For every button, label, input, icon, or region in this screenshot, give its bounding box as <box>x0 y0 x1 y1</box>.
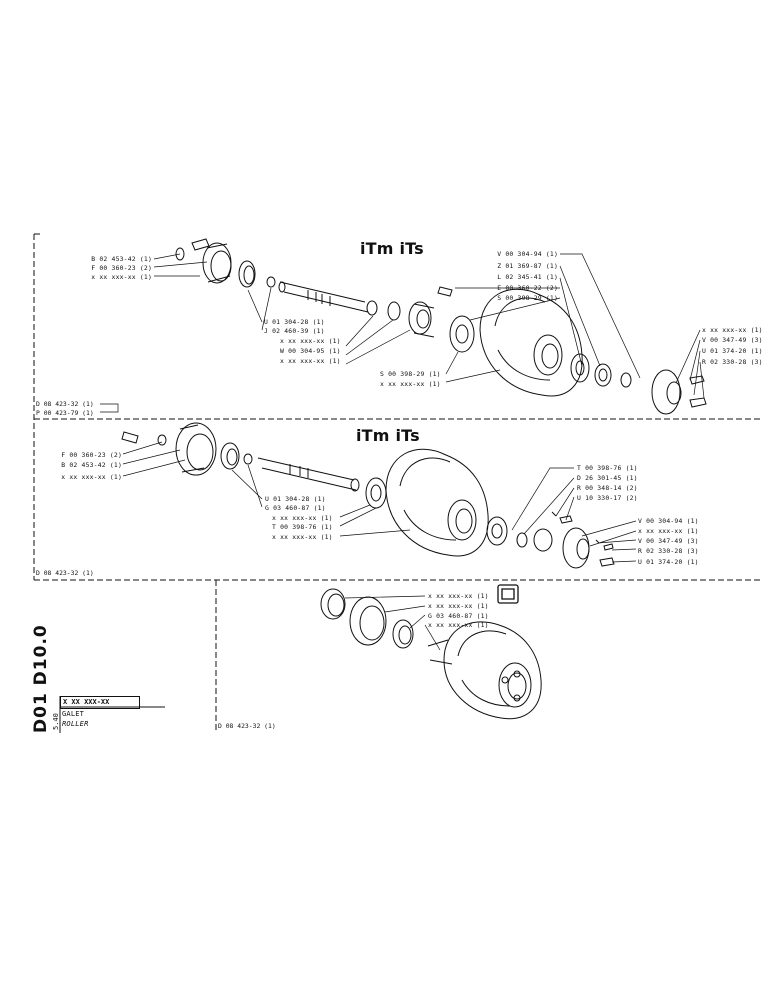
view-2-label-left-1: F 00 360-23 (2) <box>61 451 122 459</box>
part-number-box: X XX XXX-XX <box>60 696 140 709</box>
view-2-label-tr-4: U 10 330-17 (2) <box>577 494 638 502</box>
view-1-label-r-3: U 01 374-20 (1) <box>702 347 763 355</box>
view-1-label-tr-2: Z 01 369-87 (1) <box>497 262 558 270</box>
view-3-ref-1: D 08 423-32 (1) <box>218 722 276 730</box>
view-1-label-low-1: S 00 398-29 (1) <box>380 370 441 378</box>
view-1-label-left-3: x xx xxx-xx (1) <box>91 273 152 281</box>
view-1-label-tr-1: V 00 304-94 (1) <box>497 250 558 258</box>
frame-lines <box>33 233 760 733</box>
view-2-label-left-2: B 02 453-42 (1) <box>61 461 122 469</box>
view-1-ref-1: D 08 423-32 (1) <box>36 400 94 408</box>
view-1-label-tr-4: E 00 360-22 (2) <box>497 284 558 292</box>
view-2-label-mid-1: U 01 304-28 (1) <box>265 495 326 503</box>
page-number: 5.40 <box>52 713 60 730</box>
view-1-label-mid-1: U 01 304-28 (1) <box>264 318 325 326</box>
view-2-label-left-3: x xx xxx-xx (1) <box>61 473 122 481</box>
view-1-label-r-2: V 00 347-49 (3) <box>702 336 763 344</box>
view-2-label-mid-2: G 03 460-87 (1) <box>265 504 326 512</box>
part-number: X XX XXX-XX <box>63 698 110 706</box>
view-2-label-r-3: V 00 347-49 (3) <box>638 537 699 545</box>
view-2-label-tr-3: R 00 348-14 (2) <box>577 484 638 492</box>
view-1-label-mid-4: W 00 304-95 (1) <box>280 347 341 355</box>
view-1-label-r-1: x xx xxx-xx (1) <box>702 326 763 334</box>
view-2-label-r-2: x xx xxx-xx (1) <box>638 527 699 535</box>
part-name-en: ROLLER <box>62 720 89 728</box>
view-3-label-4: x xx xxx-xx (1) <box>428 621 489 629</box>
view-3-label-1: x xx xxx-xx (1) <box>428 592 489 600</box>
tool-badge-icons <box>497 584 519 604</box>
view-2-parts <box>121 422 615 569</box>
view-3-label-2: x xx xxx-xx (1) <box>428 602 489 610</box>
view-1-label-mid-3: x xx xxx-xx (1) <box>280 337 341 345</box>
leader-lines <box>100 253 705 651</box>
view-2-label-r-1: V 00 304-94 (1) <box>638 517 699 525</box>
view-2-label-tr-1: T 00 398-76 (1) <box>577 464 638 472</box>
view-1-label-mid-5: x xx xxx-xx (1) <box>280 357 341 365</box>
view-1-label-tr-3: L 02 345-41 (1) <box>497 273 558 281</box>
view-1-label-left-2: F 00 360-23 (2) <box>91 264 152 272</box>
view-1-parts <box>175 238 707 415</box>
view-1-ref-2: P 00 423-79 (1) <box>36 409 94 417</box>
view-1-label-r-4: R 02 330-28 (3) <box>702 358 763 366</box>
view-2-label-mid-3: x xx xxx-xx (1) <box>272 514 333 522</box>
view-2-label-mid-5: x xx xxx-xx (1) <box>272 533 333 541</box>
view-2-label-tr-2: D 26 301-45 (1) <box>577 474 638 482</box>
part-name-fr: GALET <box>62 710 85 718</box>
view-1-label-tr-5: S 00 398-29 (1) <box>497 294 558 302</box>
view-1-label-low-2: x xx xxx-xx (1) <box>380 380 441 388</box>
view-1-label-mid-2: J 02 460-39 (1) <box>264 327 325 335</box>
view-3-parts <box>320 588 542 720</box>
view-3-label-3: G 03 460-87 (1) <box>428 612 489 620</box>
view-2-ref-1: D 08 423-32 (1) <box>36 569 94 577</box>
view-1-badge: iTm iTs <box>360 239 424 258</box>
view-2-label-mid-4: T 00 398-76 (1) <box>272 523 333 531</box>
view-1-label-left-1: B 02 453-42 (1) <box>91 255 152 263</box>
document-code: D01 D10.0 <box>31 624 51 733</box>
view-2-badge: iTm iTs <box>356 426 420 445</box>
view-2-label-r-5: U 01 374-20 (1) <box>638 558 699 566</box>
view-2-label-r-4: R 02 330-28 (3) <box>638 547 699 555</box>
